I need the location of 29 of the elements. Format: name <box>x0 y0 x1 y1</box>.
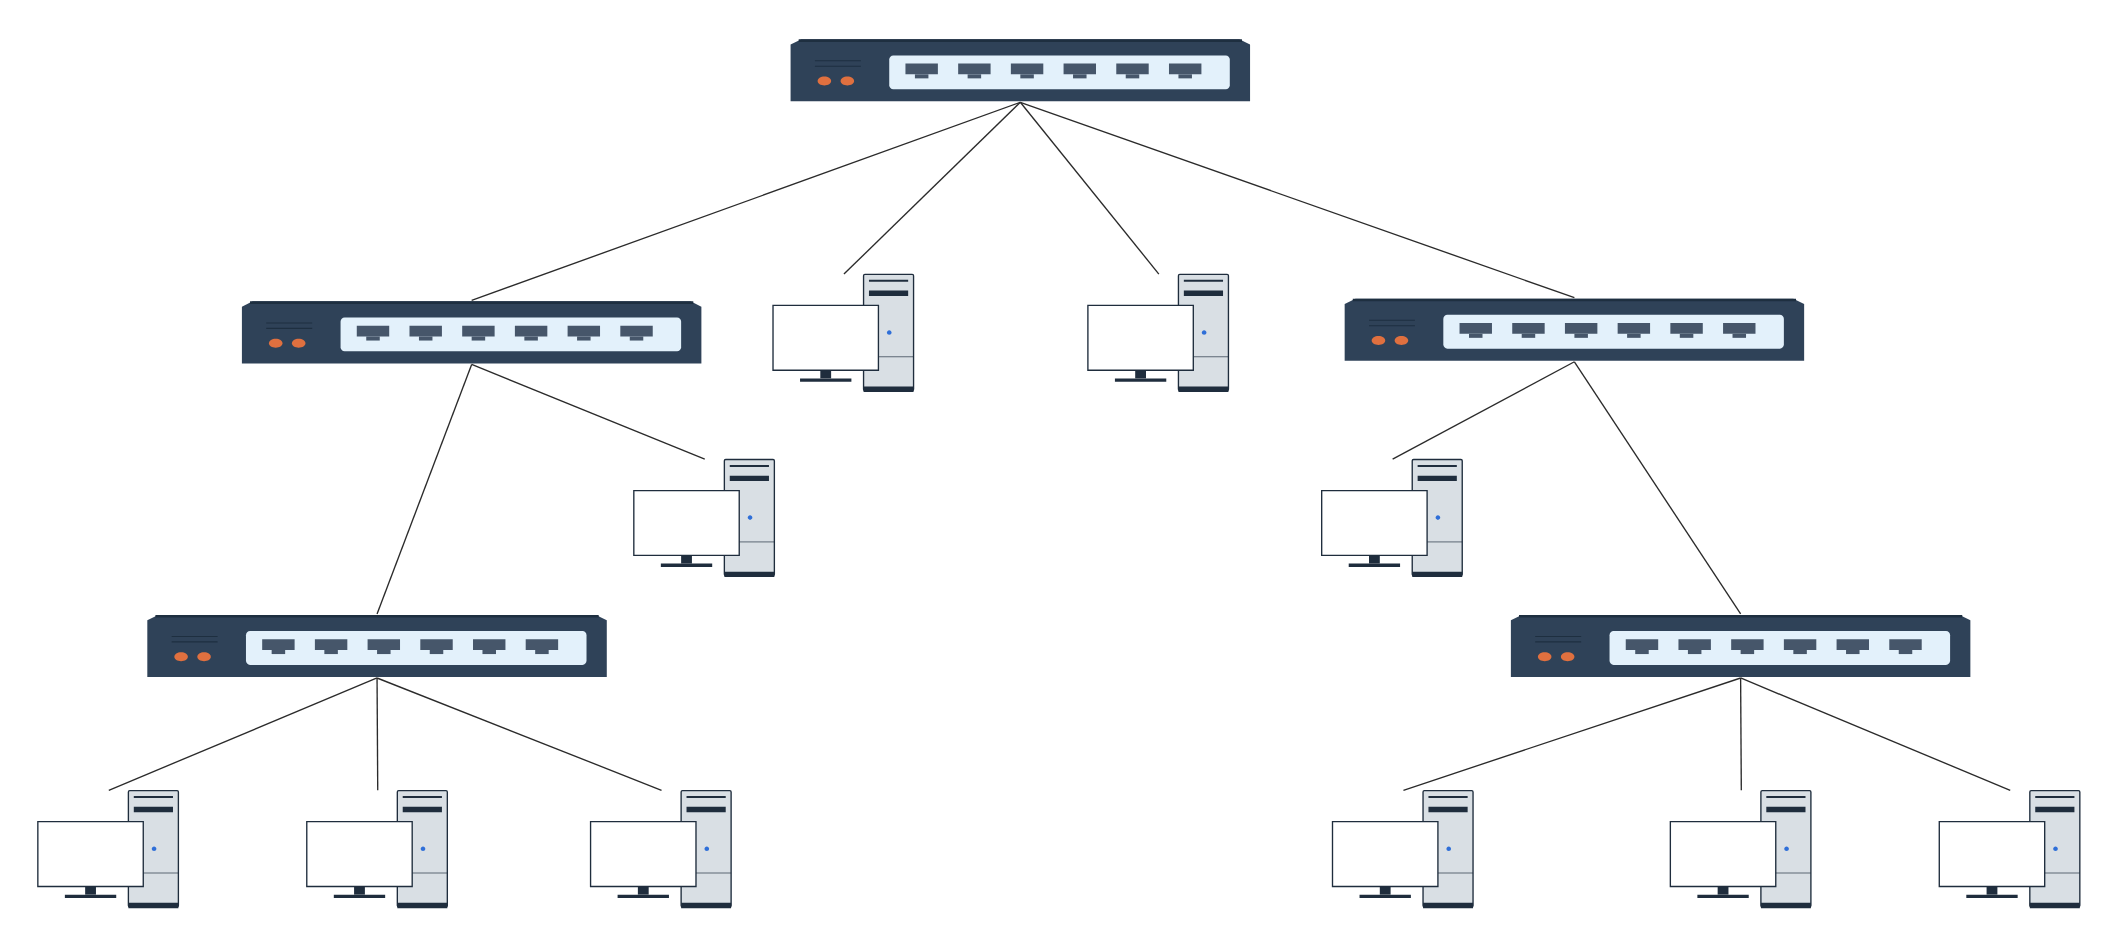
computer-drawing <box>1938 789 2081 909</box>
connection-line <box>1573 361 1742 615</box>
switch-drawing <box>790 39 1251 102</box>
connection-line <box>376 677 663 791</box>
connection-line <box>1019 101 1576 299</box>
computer-drawing <box>1321 458 1463 578</box>
connection-line <box>470 363 706 460</box>
connection-line <box>1739 677 1742 791</box>
computer-drawing <box>1087 273 1230 392</box>
connection-line <box>376 677 379 791</box>
computer-drawing <box>1331 789 1474 909</box>
connection-line <box>1019 101 1160 275</box>
connection-line <box>1391 361 1576 460</box>
connection-line <box>1402 677 1742 791</box>
computer-drawing <box>589 789 732 909</box>
switch-drawing <box>1344 298 1805 361</box>
computer-drawing <box>37 789 180 909</box>
switch-drawing <box>1510 614 1971 678</box>
switch-drawing <box>241 301 702 364</box>
connection-line <box>843 101 1021 275</box>
connection-line <box>108 677 378 791</box>
connection-line <box>1739 677 2011 791</box>
connection-line <box>470 101 1021 302</box>
computer-drawing <box>306 789 448 909</box>
switch-drawing <box>147 614 607 678</box>
computer-drawing <box>772 273 915 392</box>
connection-line <box>376 363 473 615</box>
computer-drawing <box>633 458 776 578</box>
computer-drawing <box>1669 789 1812 909</box>
